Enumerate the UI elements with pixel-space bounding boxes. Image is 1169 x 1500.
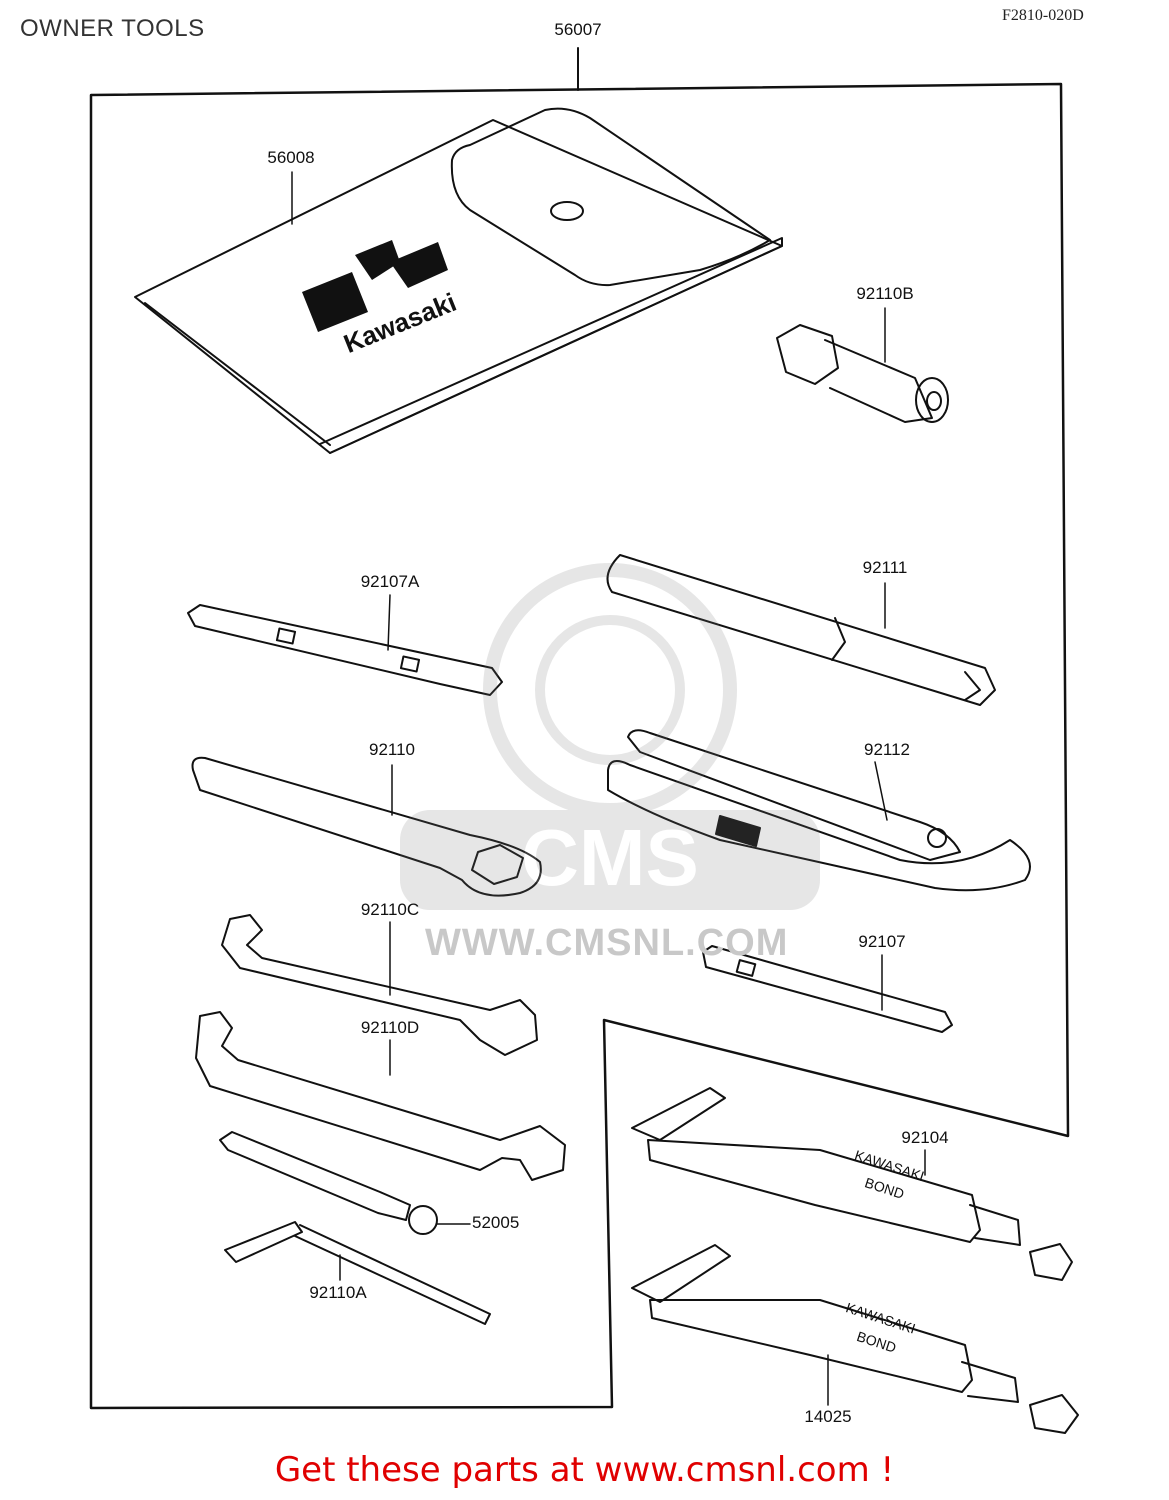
part-label-14025[interactable]: 14025 [804, 1407, 852, 1426]
part-label-56007[interactable]: 56007 [554, 20, 602, 39]
screwdriver-bit-a-drawing [187, 594, 503, 696]
part-label-92104[interactable]: 92104 [901, 1128, 949, 1147]
tube-text-92104-line2: BOND [863, 1174, 906, 1202]
kit-frame [89, 82, 1070, 1410]
part-label-92110[interactable]: 92110 [368, 740, 416, 759]
part-label-92110D[interactable]: 92110D [360, 1018, 420, 1037]
bond-tube-92104-drawing [631, 1087, 1073, 1281]
part-label-92110C[interactable]: 92110C [360, 900, 420, 919]
bond-tube-14025-drawing [631, 1244, 1079, 1434]
driver-52005-drawing [219, 1131, 471, 1235]
screwdriver-bit-b-drawing [702, 945, 953, 1033]
cms-watermark-logo: CMS [400, 563, 820, 910]
wrench-c-drawing [221, 914, 538, 1056]
tube-text-14025-line2: BOND [855, 1328, 898, 1356]
part-label-92111[interactable]: 92111 [862, 558, 908, 577]
watermark-url: WWW.CMSNL.COM [425, 922, 789, 964]
tube-text-92104-line1: KAWASAKI [853, 1147, 927, 1184]
pliers-drawing [607, 729, 1031, 892]
get-parts-link[interactable]: Get these parts at www.cmsnl.com ! [274, 1450, 895, 1490]
box-wrench-drawing [191, 756, 542, 897]
page-title: OWNER TOOLS [20, 15, 205, 42]
part-label-52005[interactable]: 52005 [472, 1213, 520, 1232]
watermark-logo-text: CMS [521, 813, 699, 902]
hex-key-drawing [224, 1221, 491, 1325]
figure-code: F2810-020D [1002, 7, 1084, 24]
part-label-56008[interactable]: 56008 [267, 148, 315, 167]
socket-adapter-drawing [776, 307, 949, 423]
wrench-d-drawing [195, 1011, 566, 1181]
part-label-92107A[interactable]: 92107A [360, 572, 420, 591]
part-label-92107[interactable]: 92107 [858, 932, 906, 951]
tool-pouch-drawing: Kawasaki [134, 107, 783, 454]
part-label-92112[interactable]: 92112 [863, 740, 911, 759]
part-label-92110B[interactable]: 92110B [856, 284, 914, 303]
handle-tube-drawing [606, 554, 996, 706]
part-label-92110A[interactable]: 92110A [309, 1283, 367, 1302]
tube-text-14025-line1: KAWASAKI [844, 1299, 918, 1336]
